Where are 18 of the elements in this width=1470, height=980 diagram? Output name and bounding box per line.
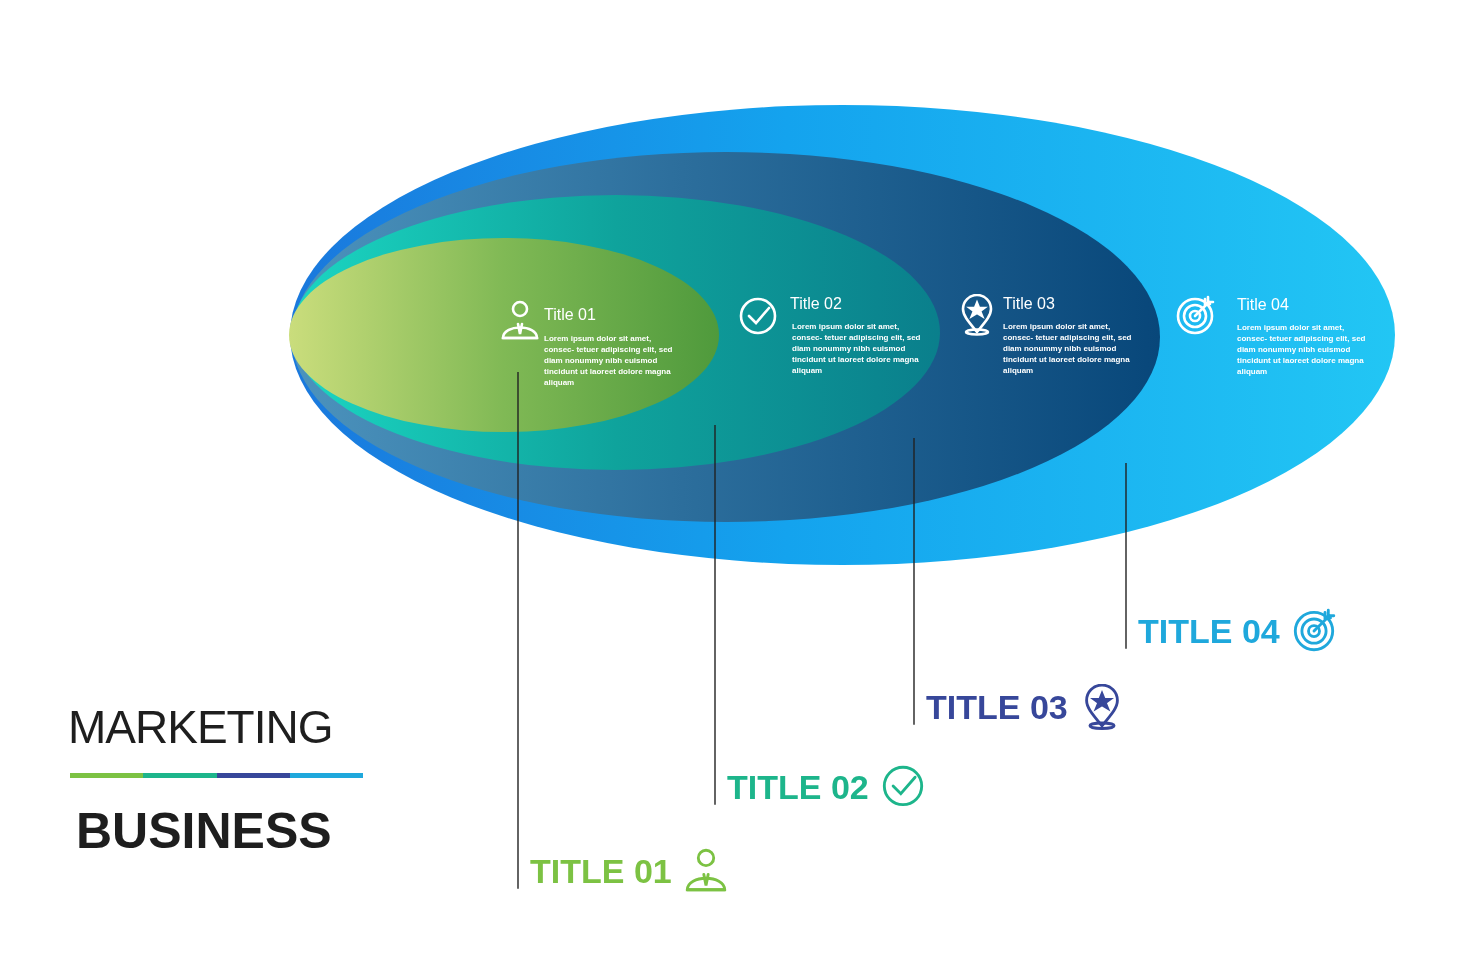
step-title: TITLE 01 (530, 851, 672, 891)
step-title: TITLE 04 (1138, 611, 1280, 651)
heading-text: MARKETING (68, 700, 333, 754)
item-title: Title 02 (790, 295, 842, 313)
step-title: TITLE 02 (727, 767, 869, 807)
step-title: TITLE 03 (926, 687, 1068, 727)
item-title: Title 03 (1003, 295, 1055, 313)
item-description: Lorem ipsum dolor sit amet, consec- tetuer adipiscing elit, sed diam nonummy nibh euismod tincidunt ut laoreet dolore magna aliquam (544, 333, 674, 388)
item-description: Lorem ipsum dolor sit amet, consec- tetuer adipiscing elit, sed diam nonummy nibh euismod tincidunt ut laoreet dolore magna aliquam (792, 321, 922, 376)
leader-line (913, 437, 915, 726)
item-title: Title 04 (1237, 296, 1289, 314)
heading-text: BUSINESS (76, 802, 332, 860)
leader-line (714, 424, 716, 806)
item-description: Lorem ipsum dolor sit amet, consec- tetuer adipiscing elit, sed diam nonummy nibh euismod tincidunt ut laoreet dolore magna aliquam (1237, 322, 1367, 377)
leader-line (517, 371, 519, 890)
item-title: Title 01 (544, 306, 596, 324)
leader-line (1125, 462, 1127, 650)
item-description: Lorem ipsum dolor sit amet, consec- tetuer adipiscing elit, sed diam nonummy nibh euismod tincidunt ut laoreet dolore magna aliquam (1003, 321, 1133, 376)
